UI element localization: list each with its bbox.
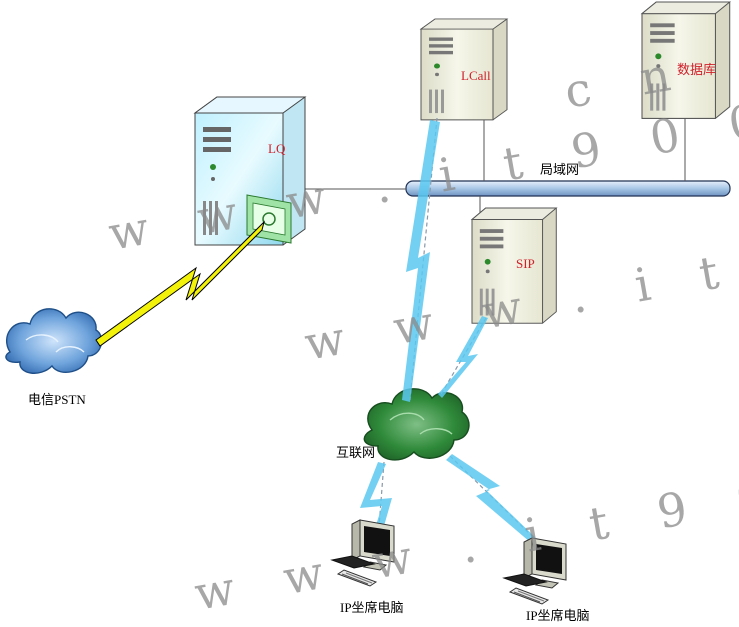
lq-server-label: LQ — [268, 141, 286, 156]
client-pc-left-label: IP坐席电脑 — [340, 600, 404, 615]
internet-label: 互联网 — [336, 445, 375, 460]
sip-server-label: SIP — [516, 256, 535, 271]
pstn-lightning-link — [95, 220, 265, 347]
lan-label: 局域网 — [540, 162, 579, 177]
internet-cloud — [363, 388, 470, 461]
client-pc-right-label: IP坐席电脑 — [526, 608, 590, 623]
lq-server — [193, 96, 307, 246]
pstn-cloud — [5, 308, 103, 374]
database-server-label: 数据库 — [677, 62, 716, 77]
lcall-server-label: LCall — [461, 68, 491, 83]
wireless-links — [360, 117, 538, 542]
pstn-label: 电信PSTN — [28, 392, 86, 407]
